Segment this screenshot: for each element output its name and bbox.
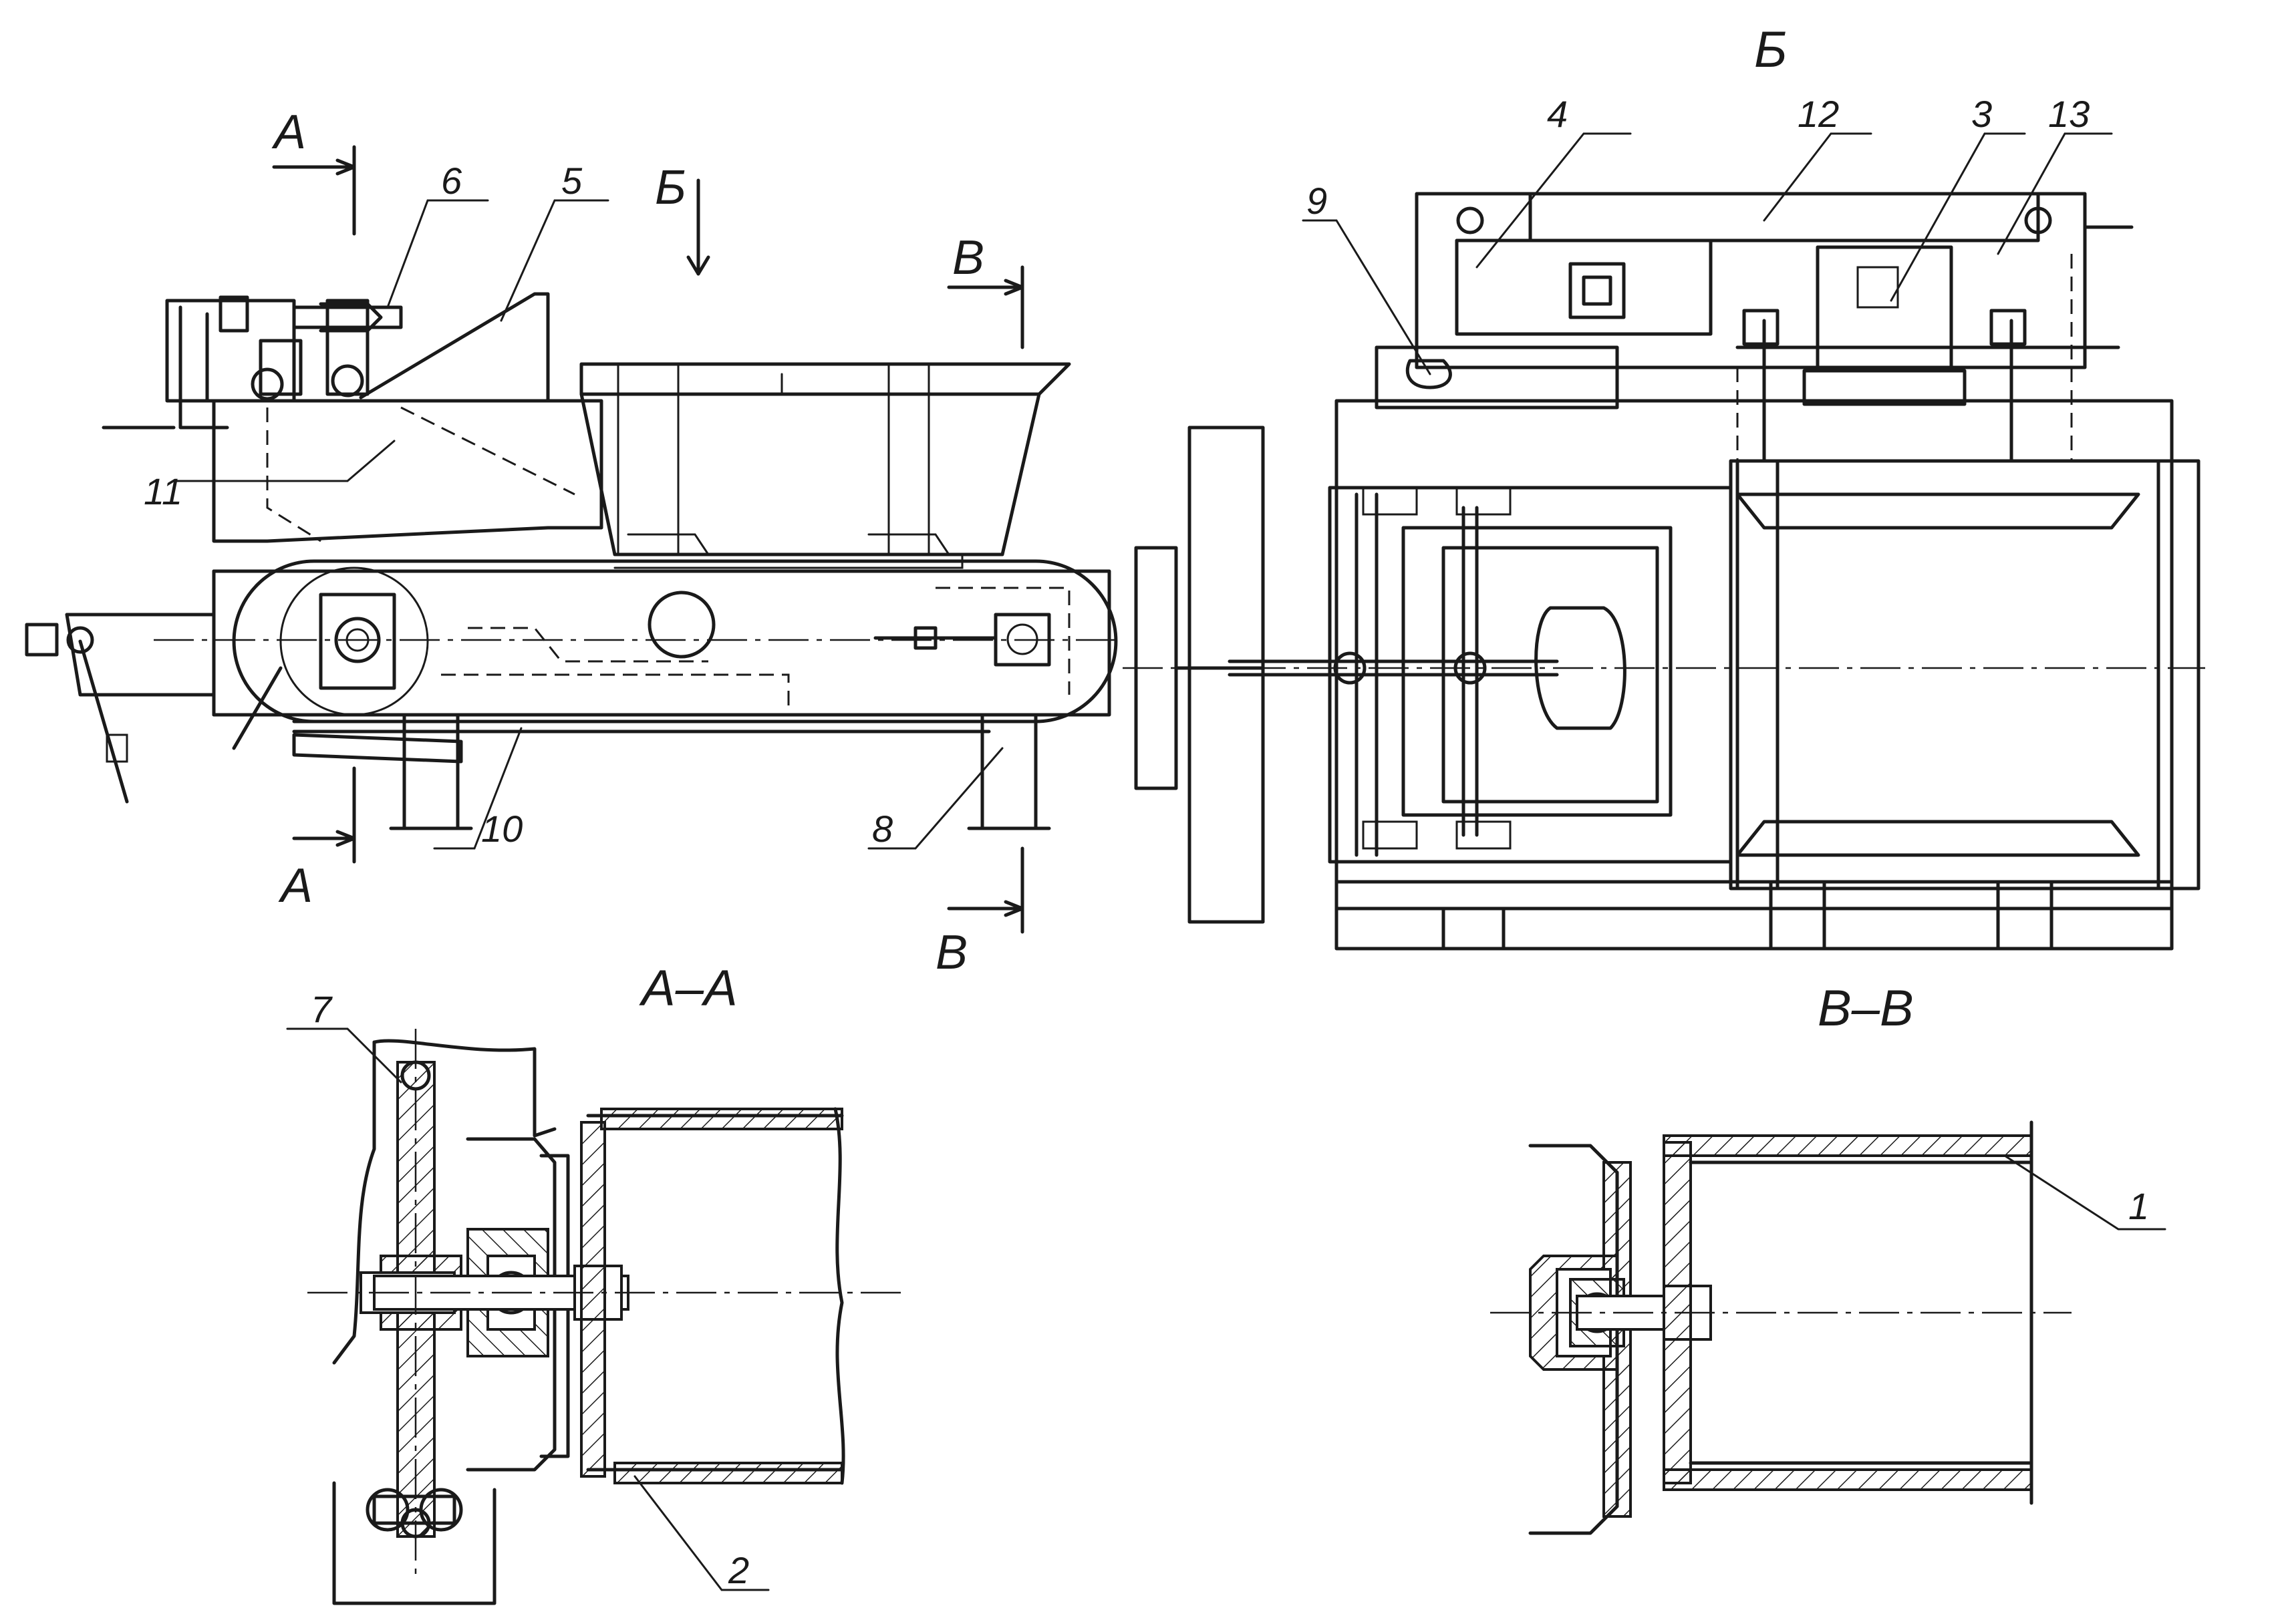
marker-view-arrow: Б [655,161,686,214]
section-b-view [1490,1120,2072,1535]
callout-3: 3 [1971,93,1992,135]
callout-11: 11 [144,470,182,512]
title-section-b: В–В [1818,980,1914,1037]
view-arrow-b [686,178,710,276]
title-section-a: А–А [639,960,738,1017]
marker-b-bottom: В [936,926,968,979]
callout-5: 5 [561,160,583,202]
title-top-view: Б [1754,21,1787,78]
section-a-view [307,1029,902,1605]
callout-12: 12 [1798,93,1839,135]
leader-lines [172,132,2166,1591]
callout-13: 13 [2048,93,2090,135]
callout-8: 8 [872,808,893,850]
callout-10: 10 [481,808,523,850]
callout-4: 4 [1547,93,1568,135]
section-cut-b [947,265,1024,934]
side-view [25,292,1123,830]
callout-1: 1 [2128,1185,2149,1227]
top-view [1123,192,2205,951]
section-cut-a [272,145,356,864]
marker-b-top: В [952,231,984,285]
callout-6: 6 [441,160,462,202]
callout-9: 9 [1306,180,1327,222]
callout-2: 2 [728,1549,749,1591]
callout-7: 7 [311,988,333,1030]
marker-a-bottom: А [278,859,313,913]
marker-a-top: А [271,106,306,159]
